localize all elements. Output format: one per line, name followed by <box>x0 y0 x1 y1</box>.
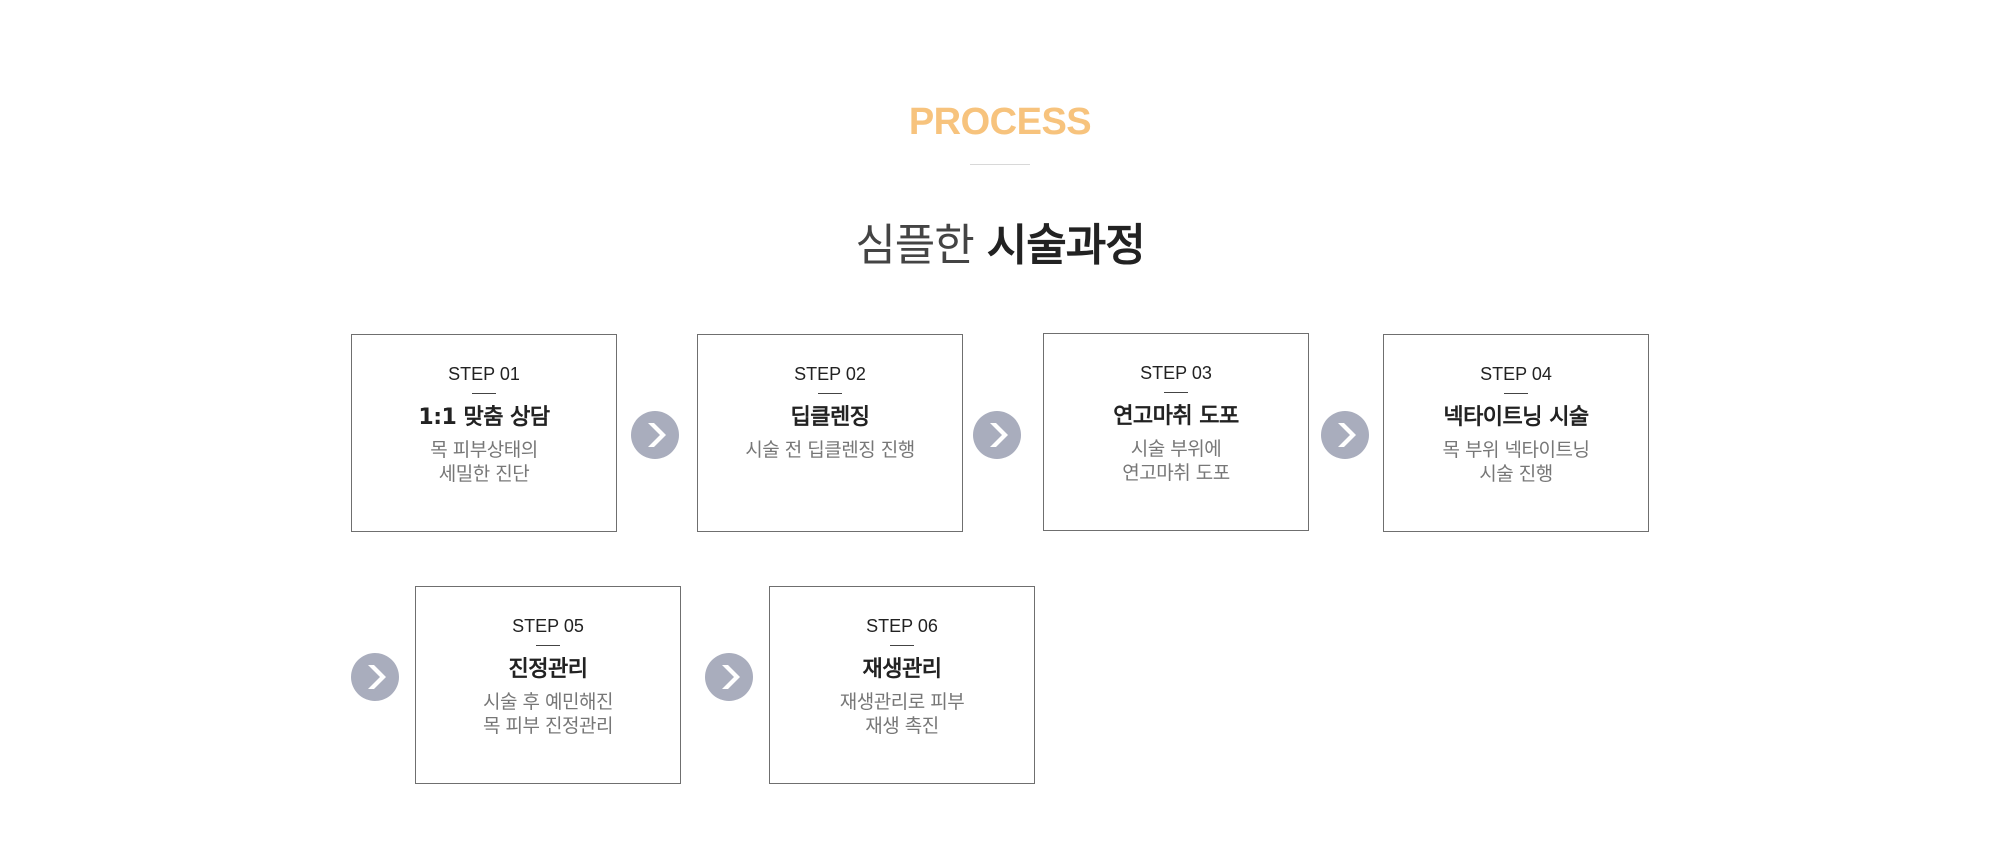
step-title: 진정관리 <box>508 657 588 682</box>
step-label: STEP 06 <box>866 616 938 636</box>
step-label: STEP 02 <box>794 364 866 384</box>
step-description: 시술 전 딥클렌징 진행 <box>745 439 915 461</box>
step-divider <box>472 393 496 394</box>
step-title: 1:1 맞춤 상담 <box>418 405 550 430</box>
step-label: STEP 01 <box>448 364 520 384</box>
step-card-03: STEP 03 연고마취 도포 시술 부위에 연고마취 도포 <box>1043 333 1309 531</box>
step-label: STEP 04 <box>1480 364 1552 384</box>
step-card-05: STEP 05 진정관리 시술 후 예민해진 목 피부 진정관리 <box>415 586 681 784</box>
chevron-right-circle-icon <box>1321 411 1369 459</box>
section-title-light: 심플한 <box>855 220 974 271</box>
step-description: 시술 후 예민해진 목 피부 진정관리 <box>483 691 613 737</box>
step-divider <box>890 645 914 646</box>
step-label: STEP 03 <box>1140 363 1212 383</box>
step-title: 넥타이트닝 시술 <box>1443 405 1589 430</box>
step-card-01: STEP 01 1:1 맞춤 상담 목 피부상태의 세밀한 진단 <box>351 334 617 532</box>
step-card-06: STEP 06 재생관리 재생관리로 피부 재생 촉진 <box>769 586 1035 784</box>
step-card-04: STEP 04 넥타이트닝 시술 목 부위 넥타이트닝 시술 진행 <box>1383 334 1649 532</box>
step-divider <box>536 645 560 646</box>
step-label: STEP 05 <box>512 616 584 636</box>
step-description: 시술 부위에 연고마취 도포 <box>1122 438 1230 484</box>
section-title-bold: 시술과정 <box>986 220 1146 271</box>
step-divider <box>1504 393 1528 394</box>
step-title: 연고마취 도포 <box>1113 404 1239 429</box>
chevron-right-circle-icon <box>705 653 753 701</box>
step-title: 딥클렌징 <box>790 405 870 430</box>
step-divider <box>1164 392 1188 393</box>
section-eyebrow: PROCESS <box>908 101 1092 143</box>
step-title: 재생관리 <box>862 657 942 682</box>
step-divider <box>818 393 842 394</box>
chevron-right-circle-icon <box>631 411 679 459</box>
chevron-right-circle-icon <box>351 653 399 701</box>
step-description: 목 부위 넥타이트닝 시술 진행 <box>1442 439 1590 485</box>
step-card-02: STEP 02 딥클렌징 시술 전 딥클렌징 진행 <box>697 334 963 532</box>
step-description: 재생관리로 피부 재생 촉진 <box>839 691 965 737</box>
chevron-right-circle-icon <box>973 411 1021 459</box>
section-title: 심플한 시술과정 <box>0 218 2000 274</box>
step-description: 목 피부상태의 세밀한 진단 <box>430 439 538 485</box>
eyebrow-divider <box>970 164 1030 165</box>
